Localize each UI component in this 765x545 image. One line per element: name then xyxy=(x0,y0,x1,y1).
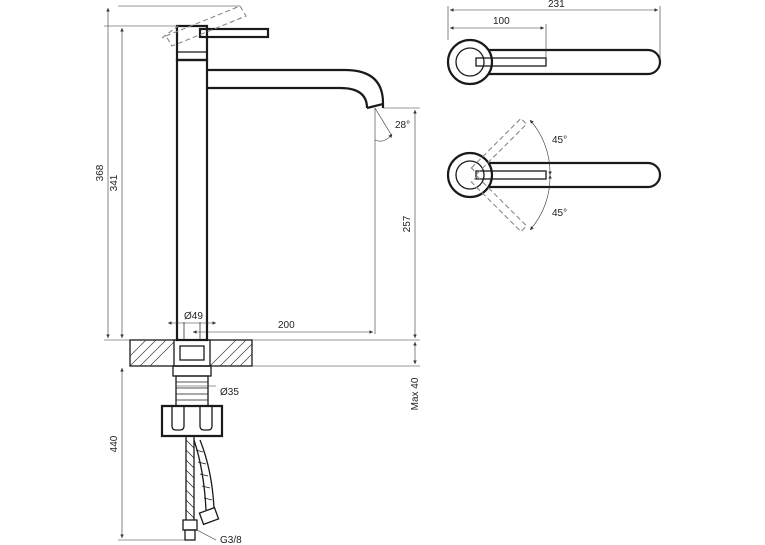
dim-spout-height: 341 xyxy=(109,174,120,191)
dim-shank-diameter: Ø35 xyxy=(220,387,239,398)
flexible-hoses xyxy=(185,436,215,520)
dim-top-overall: 231 xyxy=(548,0,565,10)
hose-fitting xyxy=(182,519,198,531)
dim-spout-reach: 200 xyxy=(278,320,295,331)
top-lever-rotated-down xyxy=(470,175,528,233)
top-body-circle xyxy=(446,38,494,86)
dim-max-counter: Max 40 xyxy=(410,377,421,410)
nut-ribs xyxy=(171,406,213,431)
top-cartridge-circle xyxy=(455,160,485,190)
spout-tip xyxy=(366,102,384,110)
shank-washer xyxy=(172,365,212,377)
hose-fitting-nut xyxy=(184,529,196,541)
lever-rotated-position xyxy=(161,25,179,39)
lever-cartridge xyxy=(175,24,209,62)
top-lever xyxy=(475,170,547,180)
top-cartridge-circle xyxy=(455,47,485,77)
top-view-1-dimensions: 231 100 xyxy=(447,0,661,62)
top-spout xyxy=(488,161,662,189)
shank-collar xyxy=(179,345,205,361)
lever-rotated-position xyxy=(165,5,247,47)
top-view-2-dimensions: 45° 45° xyxy=(529,119,567,231)
dim-under-spout-height: 257 xyxy=(402,215,413,232)
top-spout xyxy=(488,48,662,76)
top-view-closed xyxy=(446,38,662,86)
side-view xyxy=(129,5,385,541)
top-body-circle xyxy=(446,151,494,199)
dim-spout-angle: 28° xyxy=(395,120,410,131)
lever-handle xyxy=(198,27,270,39)
top-lever-rotated-up xyxy=(470,117,528,175)
dim-top-lever: 100 xyxy=(493,16,510,27)
top-lever xyxy=(475,57,547,67)
shank-threads xyxy=(176,381,208,401)
dim-body-diameter: Ø49 xyxy=(184,311,203,322)
dim-rotation-up: 45° xyxy=(552,135,567,146)
dim-rotation-down: 45° xyxy=(552,208,567,219)
faucet-body xyxy=(175,58,209,342)
threaded-shank xyxy=(175,375,209,407)
dim-hose-length: 440 xyxy=(109,435,120,452)
spout-upper xyxy=(207,68,385,108)
dim-overall-height: 368 xyxy=(95,164,106,181)
side-dimensions: 368 341 257 Ø49 200 Max 40 Ø35 440 G3/8 … xyxy=(95,5,421,545)
dim-connection-thread: G3/8 xyxy=(220,535,242,545)
counter-hatch xyxy=(129,339,253,367)
spout-lower xyxy=(207,86,369,109)
hose-fitting xyxy=(198,506,220,526)
mounting-nut xyxy=(160,404,224,438)
